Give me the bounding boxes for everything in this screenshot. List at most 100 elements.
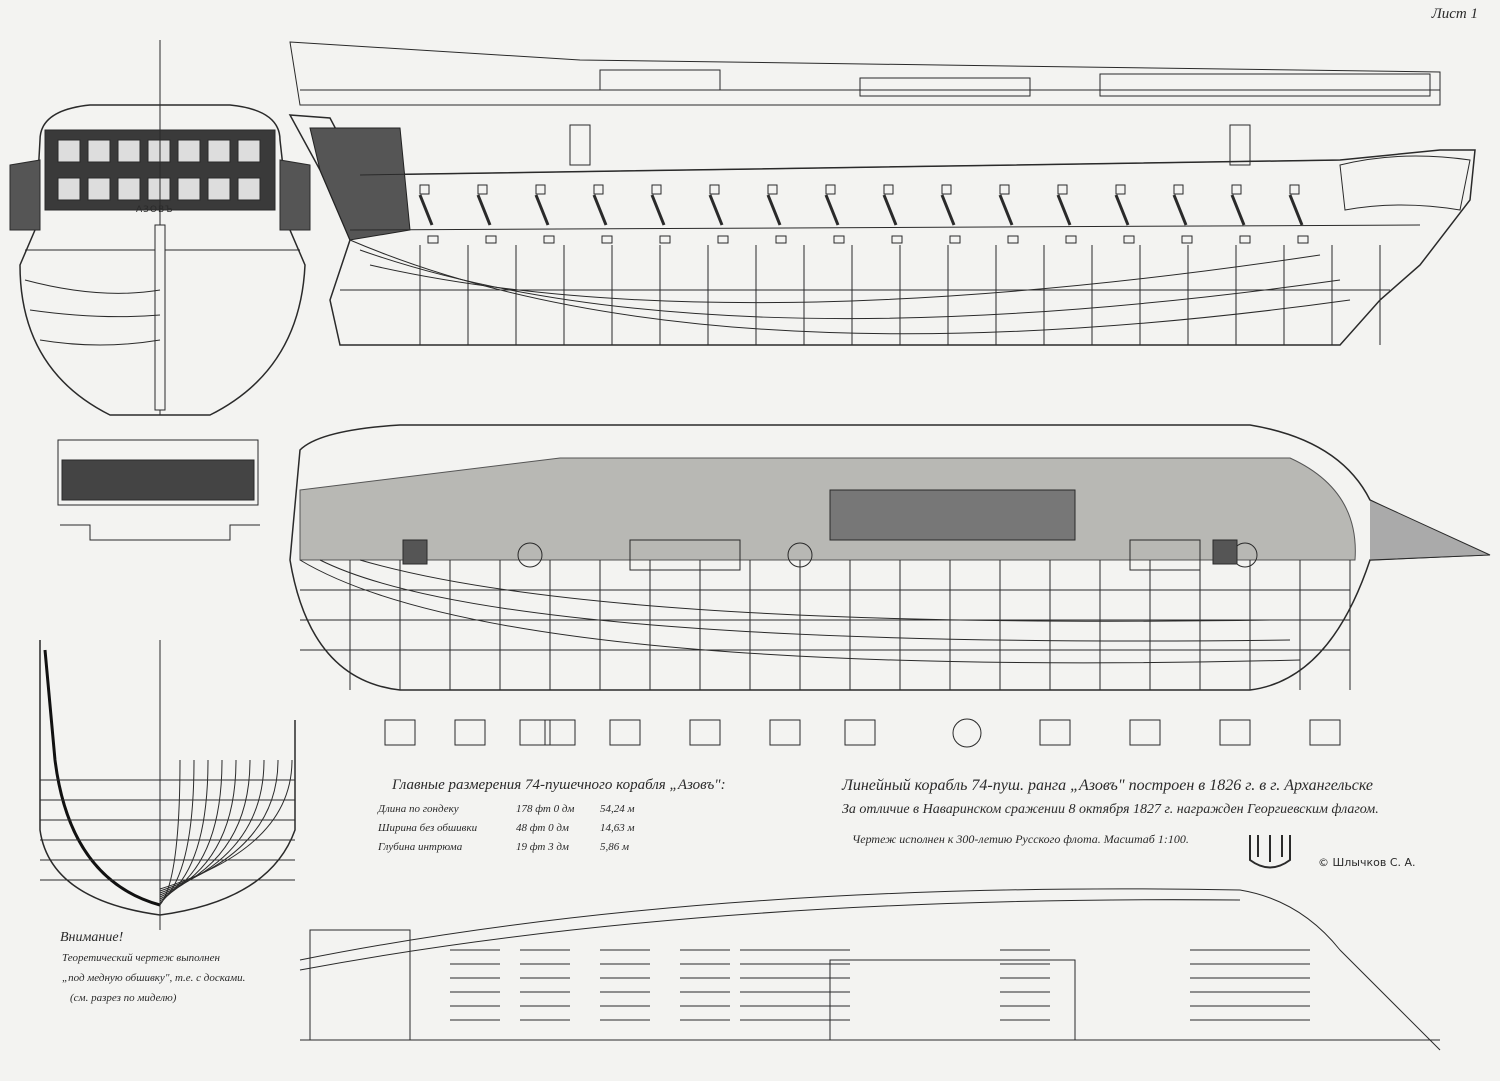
deck-fitting bbox=[519, 719, 551, 746]
station-line bbox=[159, 759, 293, 890]
station-line bbox=[159, 759, 265, 894]
stern-gallery-detail bbox=[57, 439, 260, 541]
stern-window bbox=[87, 177, 111, 201]
dimension-label: Ширина без обшивки bbox=[378, 822, 478, 834]
title-line-2: За отличие в Наваринском сражении 8 октя… bbox=[842, 802, 1379, 817]
station-line bbox=[159, 759, 279, 892]
lower-port bbox=[1181, 235, 1193, 244]
gun-port bbox=[593, 184, 604, 195]
gun-barrel bbox=[1114, 194, 1130, 226]
gun-barrel bbox=[534, 194, 550, 226]
stern-name-plate: АЗОВЪ bbox=[136, 205, 174, 215]
dimension-imperial: 48 фт 0 дм bbox=[516, 822, 569, 834]
body-plan bbox=[39, 640, 296, 930]
fittings-row bbox=[384, 719, 1341, 746]
dimension-metric: 54,24 м bbox=[600, 803, 635, 815]
dimensions-title: Главные размерения 74-пушечного корабля … bbox=[392, 777, 726, 793]
lower-port bbox=[659, 235, 671, 244]
stern-window bbox=[177, 139, 201, 163]
dimension-label: Длина по гондеку bbox=[378, 803, 459, 815]
gun-port bbox=[651, 184, 662, 195]
side-elevation bbox=[288, 114, 1476, 346]
gun-barrel bbox=[766, 194, 782, 226]
lower-port bbox=[1007, 235, 1019, 244]
lower-port bbox=[427, 235, 439, 244]
deck-fitting bbox=[689, 719, 721, 746]
lower-port bbox=[1297, 235, 1309, 244]
gun-barrel bbox=[1056, 194, 1072, 226]
gun-port bbox=[883, 184, 894, 195]
deck-fitting bbox=[544, 719, 576, 746]
lower-port bbox=[717, 235, 729, 244]
gun-barrel bbox=[824, 194, 840, 226]
note-line-1: Теоретический чертеж выполнен bbox=[62, 952, 220, 964]
gun-port bbox=[999, 184, 1010, 195]
gun-port bbox=[767, 184, 778, 195]
station-line bbox=[159, 759, 195, 904]
gun-port bbox=[477, 184, 488, 195]
gun-barrel bbox=[418, 194, 434, 226]
author-credit: © Шлычков С. А. bbox=[1318, 856, 1416, 869]
gun-port bbox=[419, 184, 430, 195]
lower-port bbox=[601, 235, 613, 244]
gun-barrel bbox=[708, 194, 724, 226]
deck-fitting bbox=[1039, 719, 1071, 746]
sheet-label: Лист 1 bbox=[1431, 6, 1478, 22]
lower-port bbox=[949, 235, 961, 244]
lower-port bbox=[1239, 235, 1251, 244]
deck-fitting bbox=[384, 719, 416, 746]
deck-fitting bbox=[769, 719, 801, 746]
stern-window bbox=[207, 177, 231, 201]
gun-port bbox=[535, 184, 546, 195]
ship-wheel bbox=[952, 718, 982, 748]
dimension-imperial: 19 фт 3 дм bbox=[516, 841, 569, 853]
gun-barrel bbox=[940, 194, 956, 226]
gun-port bbox=[825, 184, 836, 195]
deck-profile-strip bbox=[289, 41, 1441, 106]
lower-port bbox=[1065, 235, 1077, 244]
stern-window bbox=[237, 139, 261, 163]
note-line-3: (см. разрез по миделю) bbox=[70, 992, 177, 1004]
gun-port bbox=[1173, 184, 1184, 195]
lower-port bbox=[543, 235, 555, 244]
gun-port bbox=[1115, 184, 1126, 195]
gun-barrel bbox=[998, 194, 1014, 226]
stern-window bbox=[117, 139, 141, 163]
lower-port bbox=[485, 235, 497, 244]
lower-port bbox=[1123, 235, 1135, 244]
gun-barrel bbox=[1288, 194, 1304, 226]
gun-port bbox=[941, 184, 952, 195]
gun-barrel bbox=[1230, 194, 1246, 226]
stern-window bbox=[147, 177, 171, 201]
dimension-metric: 5,86 м bbox=[600, 841, 630, 853]
deck-fitting bbox=[844, 719, 876, 746]
deck-fitting bbox=[454, 719, 486, 746]
lower-port bbox=[833, 235, 845, 244]
station-line bbox=[159, 759, 237, 898]
deck-fitting bbox=[1309, 719, 1341, 746]
station-line bbox=[159, 759, 251, 896]
gun-barrel bbox=[882, 194, 898, 226]
deck-fitting bbox=[609, 719, 641, 746]
title-line-1: Линейный корабль 74-пуш. ранга „Азовъ" п… bbox=[842, 777, 1373, 794]
note-line-2: „под медную обшивку", т.е. с досками. bbox=[62, 972, 246, 984]
stern-window bbox=[237, 177, 261, 201]
dimension-row: Глубина интрюма 19 фт 3 дм 5,86 м bbox=[378, 841, 678, 857]
dimension-metric: 14,63 м bbox=[600, 822, 635, 834]
deck-plan bbox=[289, 424, 1491, 691]
gun-barrel bbox=[476, 194, 492, 226]
gun-barrel bbox=[592, 194, 608, 226]
gun-port bbox=[1231, 184, 1242, 195]
dimension-row: Ширина без обшивки 48 фт 0 дм 14,63 м bbox=[378, 822, 678, 838]
gun-port bbox=[1057, 184, 1068, 195]
gun-port bbox=[1289, 184, 1300, 195]
gun-port bbox=[709, 184, 720, 195]
stern-window bbox=[87, 139, 111, 163]
dimension-label: Глубина интрюма bbox=[378, 841, 463, 853]
stern-window bbox=[57, 177, 81, 201]
dimension-row: Длина по гондеку 178 фт 0 дм 54,24 м bbox=[378, 803, 678, 819]
stern-window bbox=[177, 177, 201, 201]
lower-port bbox=[891, 235, 903, 244]
stern-window bbox=[147, 139, 171, 163]
